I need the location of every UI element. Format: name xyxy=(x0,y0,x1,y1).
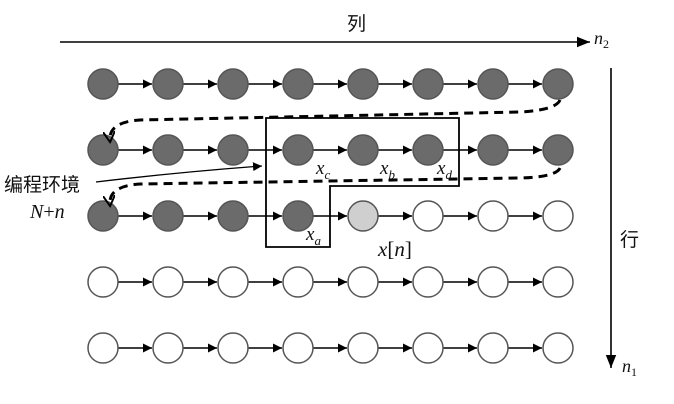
uncoded-pixel xyxy=(87,266,119,298)
column-axis-label: 列 xyxy=(347,13,366,35)
coded-pixel xyxy=(87,68,119,100)
coded-pixel xyxy=(477,68,509,100)
uncoded-pixel xyxy=(282,266,314,298)
uncoded-pixel xyxy=(412,332,444,364)
coded-pixel xyxy=(412,68,444,100)
uncoded-pixel xyxy=(412,266,444,298)
xb-label: xb xyxy=(379,158,395,182)
coded-pixel xyxy=(152,200,184,232)
uncoded-pixel xyxy=(152,266,184,298)
uncoded-pixel xyxy=(477,266,509,298)
uncoded-pixel xyxy=(542,332,574,364)
coded-pixel xyxy=(87,134,119,166)
uncoded-pixel xyxy=(542,200,574,232)
uncoded-pixel xyxy=(87,332,119,364)
coded-pixel xyxy=(282,68,314,100)
current-pixel-label: x[n] xyxy=(377,237,412,261)
context-leader-line xyxy=(95,162,263,183)
coded-pixel xyxy=(412,134,444,166)
row-axis-label: 行 xyxy=(620,229,639,251)
coded-pixel xyxy=(282,200,314,232)
scan-order-arrows xyxy=(118,79,542,353)
uncoded-pixel xyxy=(477,332,509,364)
xc-label: xc xyxy=(315,158,330,182)
coded-pixel xyxy=(347,68,379,100)
coded-pixel xyxy=(87,200,119,232)
uncoded-pixel xyxy=(347,266,379,298)
uncoded-pixel xyxy=(217,332,249,364)
coded-pixel xyxy=(347,134,379,166)
uncoded-pixel xyxy=(412,200,444,232)
context-label: 编程环境 xyxy=(4,174,80,196)
scan-return-path-1 xyxy=(110,99,562,141)
uncoded-pixel xyxy=(542,266,574,298)
n1-label: n1 xyxy=(622,356,637,379)
coded-pixel xyxy=(217,68,249,100)
uncoded-pixel xyxy=(217,266,249,298)
current-pixel xyxy=(347,200,379,232)
xa-label: xa xyxy=(305,224,321,248)
context-size-label: N+n xyxy=(29,201,65,223)
uncoded-pixel xyxy=(477,200,509,232)
coded-pixel xyxy=(282,134,314,166)
n2-label: n2 xyxy=(594,28,609,51)
uncoded-pixel xyxy=(152,332,184,364)
uncoded-pixel xyxy=(347,332,379,364)
context-window-outline xyxy=(265,117,460,248)
coded-pixel xyxy=(217,134,249,166)
coded-pixel xyxy=(542,134,574,166)
uncoded-pixel xyxy=(282,332,314,364)
xd-label: xd xyxy=(436,158,452,182)
scan-return-path-2 xyxy=(110,167,562,205)
coded-pixel xyxy=(477,134,509,166)
coded-pixel xyxy=(542,68,574,100)
pixel-nodes xyxy=(87,68,574,364)
coded-pixel xyxy=(217,200,249,232)
coded-pixel xyxy=(152,134,184,166)
coded-pixel xyxy=(152,68,184,100)
